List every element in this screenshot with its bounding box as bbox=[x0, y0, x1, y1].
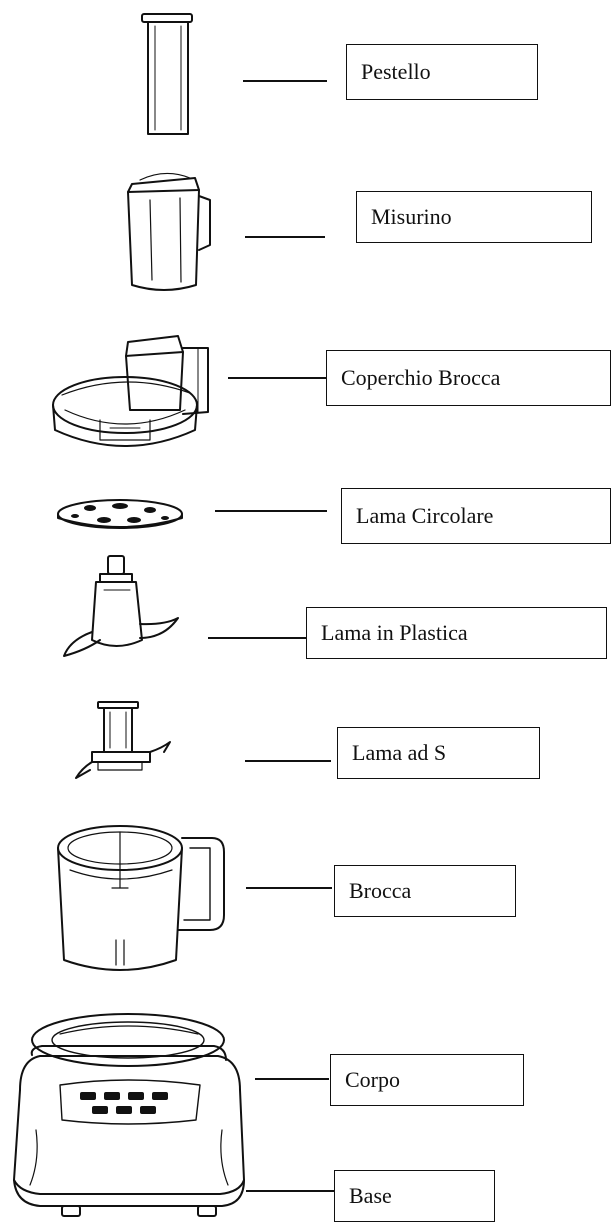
label-text: Lama in Plastica bbox=[321, 620, 468, 645]
label-lama-ad-s: Lama ad S bbox=[337, 727, 540, 779]
label-text: Corpo bbox=[345, 1067, 400, 1092]
label-text: Lama ad S bbox=[352, 740, 447, 765]
label-text: Pestello bbox=[361, 59, 431, 84]
plastic-blade-icon bbox=[63, 555, 179, 657]
leader-line bbox=[208, 637, 306, 639]
leader-line bbox=[245, 236, 325, 238]
label-corpo: Corpo bbox=[330, 1054, 524, 1106]
label-base: Base bbox=[334, 1170, 495, 1222]
motor-body-icon bbox=[13, 1013, 245, 1195]
leader-line bbox=[228, 377, 326, 379]
label-text: Misurino bbox=[371, 204, 452, 229]
leader-line bbox=[245, 760, 331, 762]
label-text: Base bbox=[349, 1183, 392, 1208]
leader-line bbox=[246, 1190, 334, 1192]
leader-line bbox=[215, 510, 327, 512]
label-pestello: Pestello bbox=[346, 44, 538, 100]
measuring-cup-icon bbox=[127, 172, 211, 291]
leader-line bbox=[243, 80, 327, 82]
s-blade-icon bbox=[75, 701, 171, 779]
label-lama-in-plastica: Lama in Plastica bbox=[306, 607, 607, 659]
leader-line bbox=[246, 887, 332, 889]
label-brocca: Brocca bbox=[334, 865, 516, 917]
label-lama-circolare: Lama Circolare bbox=[341, 488, 611, 544]
jug-icon bbox=[57, 825, 225, 971]
label-misurino: Misurino bbox=[356, 191, 592, 243]
label-text: Lama Circolare bbox=[356, 503, 494, 528]
disc-blade-icon bbox=[57, 499, 183, 529]
label-text: Brocca bbox=[349, 878, 412, 903]
label-coperchio-brocca: Coperchio Brocca bbox=[326, 350, 611, 406]
jug-lid-icon bbox=[52, 335, 209, 447]
pusher-icon bbox=[141, 13, 193, 135]
base-icon bbox=[13, 1179, 245, 1217]
label-text: Coperchio Brocca bbox=[341, 365, 501, 390]
leader-line bbox=[255, 1078, 329, 1080]
